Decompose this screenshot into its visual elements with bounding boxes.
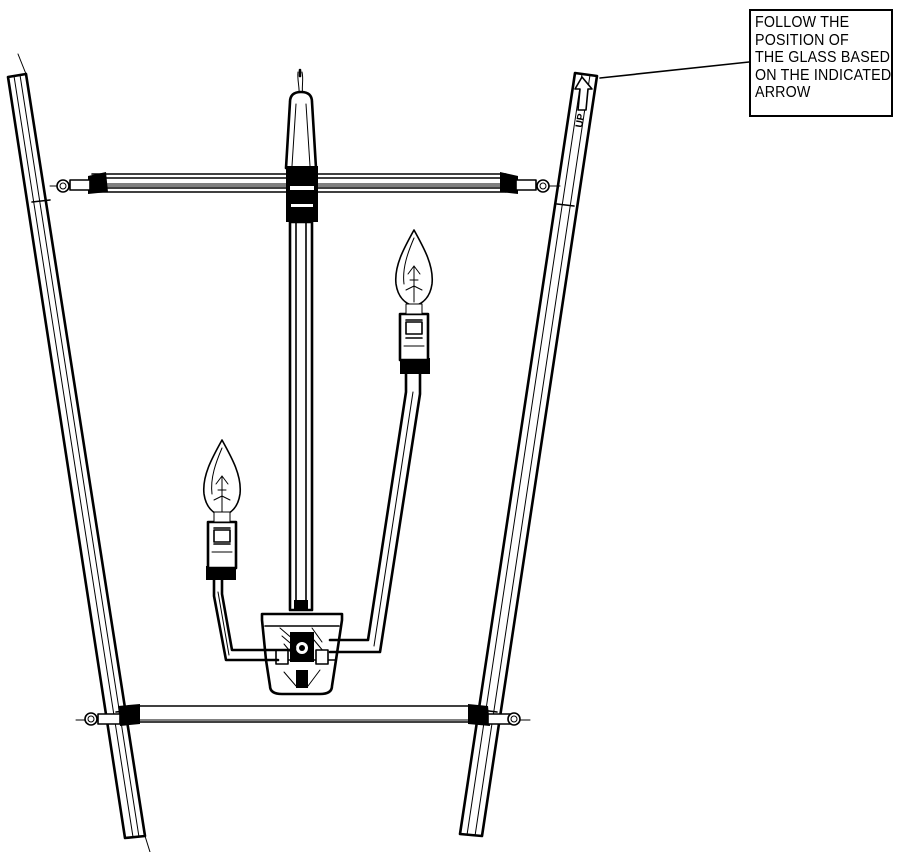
left-arm (212, 578, 292, 662)
center-hub (260, 612, 344, 696)
top-right-clip (500, 172, 550, 194)
right-arm (328, 372, 422, 654)
bottom-cross-rod (75, 704, 531, 726)
note-line: ARROW (755, 84, 811, 101)
note-line: POSITION OF (755, 31, 849, 49)
note-leader-line (599, 61, 750, 79)
bottom-left-clip (84, 704, 140, 726)
bottom-right-clip (468, 704, 521, 726)
note-line: THE GLASS BASED (755, 49, 891, 66)
up-label: UP (574, 113, 587, 129)
right-candle-socket (398, 312, 430, 374)
center-stem (284, 68, 318, 612)
note-line: FOLLOW THE (755, 14, 850, 31)
candle-bulb-icon (202, 439, 242, 523)
up-arrow-icon (574, 76, 593, 111)
candle-bulb-icon (394, 229, 434, 315)
left-glass-panel (6, 53, 151, 852)
left-candle-socket (206, 520, 238, 580)
assembly-note-box: FOLLOW THE POSITION OF THE GLASS BASED O… (749, 9, 893, 117)
right-glass-panel: UP (458, 71, 599, 838)
top-left-clip (56, 172, 108, 194)
note-line: ON THE INDICATED (755, 66, 892, 84)
